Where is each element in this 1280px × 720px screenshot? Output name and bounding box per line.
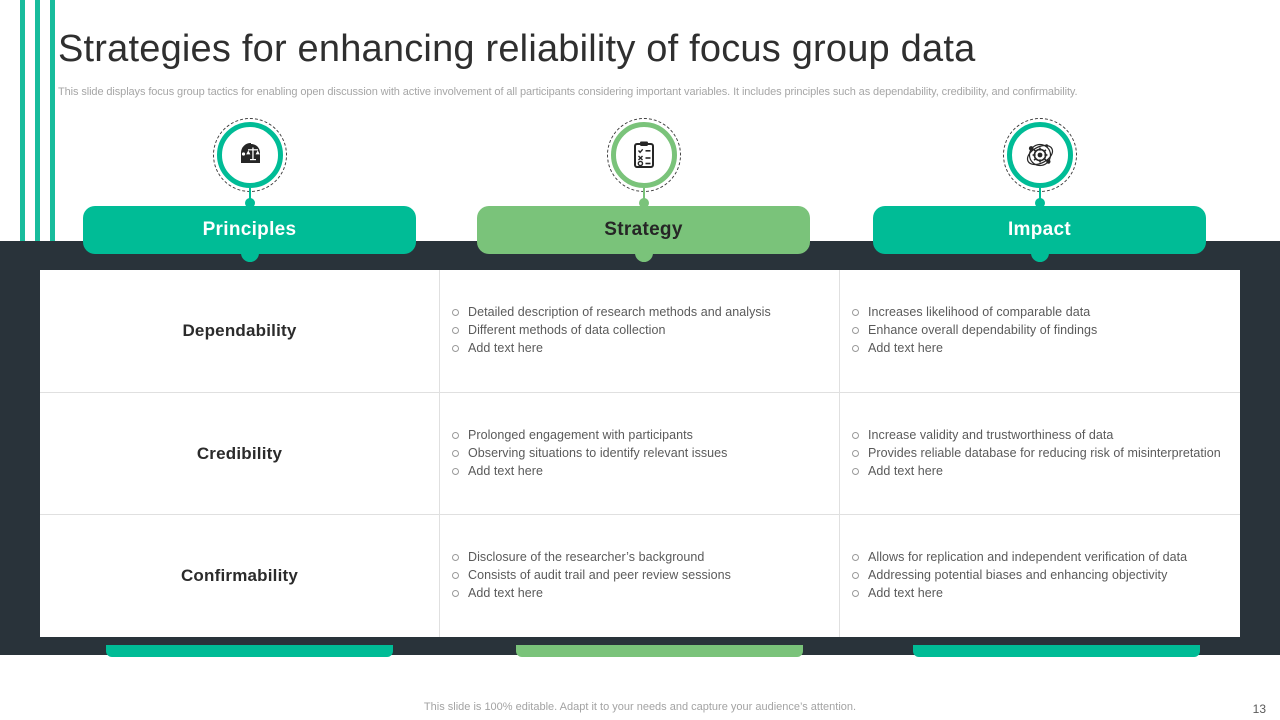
bullet-list: Detailed description of research methods…	[450, 304, 771, 358]
connector-dot-top	[1034, 198, 1045, 208]
list-item: Add text here	[850, 340, 1097, 356]
content-table: Dependability Detailed description of re…	[40, 270, 1240, 637]
connector-dot-bottom	[1032, 248, 1047, 262]
list-item: Prolonged engagement with participants	[450, 427, 727, 443]
list-item: Addressing potential biases and enhancin…	[850, 567, 1187, 583]
page-subtitle: This slide displays focus group tactics …	[58, 86, 1078, 98]
list-item: Allows for replication and independent v…	[850, 549, 1187, 565]
row-impact-cell: Allows for replication and independent v…	[840, 515, 1239, 637]
bottom-accent-bar-3	[913, 645, 1200, 657]
atom-gear-icon	[1006, 122, 1073, 188]
row-impact-cell: Increases likelihood of comparable data …	[840, 270, 1239, 392]
table-row: Dependability Detailed description of re…	[40, 270, 1240, 393]
list-item: Add text here	[850, 585, 1187, 601]
list-item: Provides reliable database for reducing …	[850, 445, 1221, 461]
connector-dot-top	[244, 198, 255, 208]
medallion-impact	[1002, 118, 1077, 192]
list-item: Increases likelihood of comparable data	[850, 304, 1097, 320]
page-title: Strategies for enhancing reliability of …	[58, 28, 976, 70]
row-impact-cell: Increase validity and trustworthiness of…	[840, 393, 1239, 514]
column-header-principles[interactable]: Principles	[83, 206, 416, 254]
bullet-list: Increase validity and trustworthiness of…	[850, 427, 1221, 481]
list-item: Different methods of data collection	[450, 322, 771, 338]
row-label: Credibility	[40, 393, 440, 514]
row-label: Confirmability	[40, 515, 440, 637]
bullet-list: Allows for replication and independent v…	[850, 549, 1187, 603]
row-strategy-cell: Detailed description of research methods…	[440, 270, 840, 392]
list-item: Consists of audit trail and peer review …	[450, 567, 731, 583]
list-item: Increase validity and trustworthiness of…	[850, 427, 1221, 443]
connector-dot-bottom	[242, 248, 257, 262]
medallion-principles	[212, 118, 287, 192]
connector-dot-bottom	[636, 248, 651, 262]
accent-stripe-3	[50, 0, 55, 242]
page-number: 13	[1252, 702, 1266, 716]
table-row: Credibility Prolonged engagement with pa…	[40, 393, 1240, 515]
list-item: Observing situations to identify relevan…	[450, 445, 727, 461]
clipboard-checklist-icon	[610, 122, 677, 188]
column-header-strategy[interactable]: Strategy	[477, 206, 810, 254]
head-scales-icon	[216, 122, 283, 188]
accent-stripe-1	[20, 0, 25, 242]
bullet-list: Prolonged engagement with participants O…	[450, 427, 727, 481]
bullet-list: Increases likelihood of comparable data …	[850, 304, 1097, 358]
footer-note: This slide is 100% editable. Adapt it to…	[423, 701, 857, 713]
list-item: Add text here	[450, 463, 727, 479]
connector-dot-top	[638, 198, 649, 208]
list-item: Add text here	[850, 463, 1221, 479]
column-header-impact[interactable]: Impact	[873, 206, 1206, 254]
bottom-accent-bar-2	[516, 645, 803, 657]
accent-stripe-2	[35, 0, 40, 242]
list-item: Disclosure of the researcher’s backgroun…	[450, 549, 731, 565]
row-strategy-cell: Prolonged engagement with participants O…	[440, 393, 840, 514]
list-item: Add text here	[450, 340, 771, 356]
row-label: Dependability	[40, 270, 440, 392]
list-item: Enhance overall dependability of finding…	[850, 322, 1097, 338]
list-item: Detailed description of research methods…	[450, 304, 771, 320]
table-row: Confirmability Disclosure of the researc…	[40, 515, 1240, 637]
bullet-list: Disclosure of the researcher’s backgroun…	[450, 549, 731, 603]
list-item: Add text here	[450, 585, 731, 601]
row-strategy-cell: Disclosure of the researcher’s backgroun…	[440, 515, 840, 637]
bottom-accent-bar-1	[106, 645, 393, 657]
medallion-strategy	[606, 118, 681, 192]
